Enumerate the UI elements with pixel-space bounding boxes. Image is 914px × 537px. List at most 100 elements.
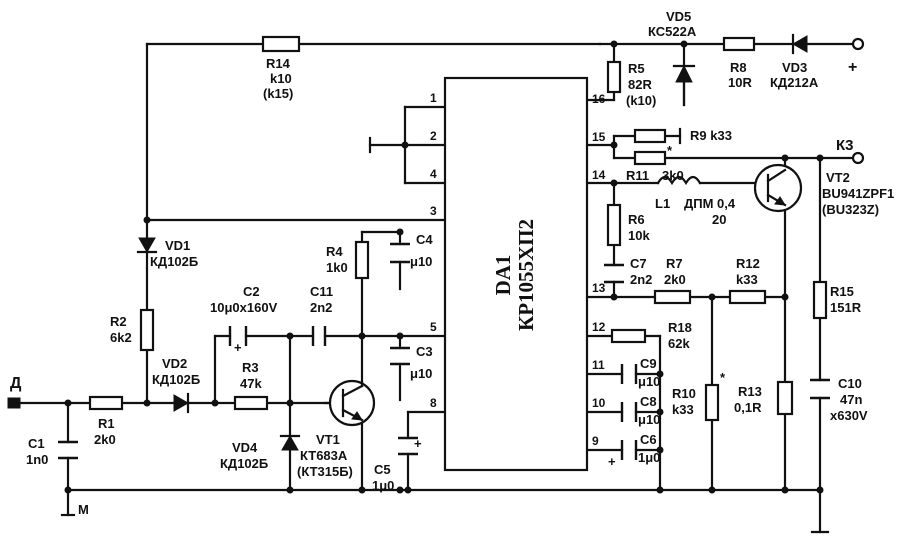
label-l1-alt: 20 — [712, 212, 726, 227]
zener-vd5 — [675, 64, 693, 83]
label-r5-ref: R5 — [628, 61, 645, 76]
label-vd1-ref: VD1 — [165, 238, 190, 253]
label-r15-ref: R15 — [830, 284, 854, 299]
label-c11-ref: C11 — [310, 284, 333, 299]
pin-16: 16 — [592, 92, 606, 106]
label-c3-value: μ10 — [410, 366, 432, 381]
label-c1-value: 1n0 — [26, 452, 48, 467]
label-c10-value: 47n — [840, 392, 862, 407]
label-plus-terminal: + — [848, 59, 857, 76]
resistor-r15 — [812, 280, 828, 320]
label-vt2-alt: (BU323Z) — [822, 202, 879, 217]
resistors — [88, 35, 828, 422]
label-c7-value: 2n2 — [630, 272, 652, 287]
diode-vd2 — [173, 394, 190, 412]
label-c6-plus: + — [608, 454, 616, 469]
resistor-r18 — [610, 328, 647, 344]
resistor-r7 — [653, 289, 692, 305]
label-r10-ref: R10 — [672, 386, 696, 401]
label-r9: R9 k33 — [690, 128, 732, 143]
resistor-r14 — [261, 35, 301, 53]
label-vt2-value: BU941ZPF1 — [822, 186, 894, 201]
label-vd3-value: КД212А — [770, 75, 819, 90]
label-r2-value: 6k2 — [110, 330, 132, 345]
label-r12-ref: R12 — [736, 256, 760, 271]
transistor-vt2 — [753, 163, 803, 213]
label-r5-value: 82R — [628, 77, 652, 92]
ic-type: КР1055ХП2 — [514, 219, 538, 331]
label-c4-value: μ10 — [410, 254, 432, 269]
pin-10: 10 — [592, 396, 606, 410]
label-vt1-alt: (КТ315Б) — [297, 464, 353, 479]
label-c1-ref: C1 — [28, 436, 45, 451]
pin-11: 11 — [592, 358, 605, 372]
label-k3: К3 — [836, 137, 854, 154]
label-c9-ref: C9 — [640, 356, 657, 371]
label-c6-value: 1μ0 — [638, 450, 660, 465]
label-r7-ref: R7 — [666, 256, 683, 271]
diodes — [136, 33, 808, 451]
pin-9: 9 — [592, 434, 599, 448]
diode-vd4 — [281, 434, 299, 451]
junction-dots — [64, 40, 824, 494]
label-r7-value: 2k0 — [664, 272, 686, 287]
label-r4-value: 1k0 — [326, 260, 348, 275]
pin-14: 14 — [592, 168, 606, 182]
label-r12-value: k33 — [736, 272, 758, 287]
label-vd1-value: КД102Б — [150, 254, 198, 269]
label-c5-ref: C5 — [374, 462, 391, 477]
label-vd5-ref: VD5 — [666, 9, 691, 24]
label-l1-value: ДПМ 0,4 — [684, 196, 736, 211]
label-c8-value: μ10 — [638, 412, 660, 427]
label-r14-value: k10 — [270, 71, 292, 86]
transistor-vt1 — [328, 379, 376, 427]
label-c7-ref: C7 — [630, 256, 647, 271]
label-r1-value: 2k0 — [94, 432, 116, 447]
label-c4-ref: C4 — [416, 232, 433, 247]
label-r14-alt: (k15) — [263, 86, 293, 101]
pin-8: 8 — [430, 396, 437, 410]
label-vd2-ref: VD2 — [162, 356, 187, 371]
label-l1-ref: L1 — [655, 196, 670, 211]
pin-4: 4 — [430, 167, 437, 181]
pin-12: 12 — [592, 320, 606, 334]
label-vt2-ref: VT2 — [826, 170, 850, 185]
label-r14-ref: R14 — [266, 56, 291, 71]
diode-vd1 — [138, 237, 156, 254]
label-m-terminal: M — [78, 502, 89, 517]
pin-1: 1 — [430, 91, 437, 105]
resistor-r6 — [606, 203, 622, 247]
label-c11-value: 2n2 — [310, 300, 332, 315]
label-d-terminal: Д — [10, 375, 22, 392]
pin-5: 5 — [430, 320, 437, 334]
label-c3-ref: C3 — [416, 344, 433, 359]
label-c8-ref: C8 — [640, 394, 657, 409]
resistor-r9 — [633, 128, 667, 144]
resistor-r12 — [728, 289, 767, 305]
resistor-r3 — [233, 395, 269, 411]
resistor-r5 — [606, 60, 622, 94]
label-vd4-ref: VD4 — [232, 440, 258, 455]
label-r11-ref: R11 — [626, 168, 649, 183]
resistor-r13 — [776, 380, 794, 416]
component-labels: R14 k10 (k15) VD5 КС522А R5 82R (k10) R8… — [10, 9, 894, 517]
label-r10-value: k33 — [672, 402, 694, 417]
label-c9-value: μ10 — [638, 374, 660, 389]
capacitors — [58, 242, 830, 460]
label-vd4-value: КД102Б — [220, 456, 268, 471]
label-r2-ref: R2 — [110, 314, 127, 329]
label-c2-plus: + — [234, 340, 242, 355]
label-r1-ref: R1 — [98, 416, 115, 431]
label-c5-value: 1μ0 — [372, 478, 394, 493]
ic-da1: DA1 КР1055ХП2 — [443, 76, 589, 472]
resistor-r11 — [633, 150, 667, 166]
label-r15-value: 151R — [830, 300, 862, 315]
ic-pin-labels: 1 2 4 3 5 8 16 15 14 13 12 11 10 9 — [430, 91, 606, 448]
label-r18-ref: R18 — [668, 320, 692, 335]
terminal-plus — [851, 37, 865, 51]
terminal-d — [7, 397, 21, 409]
label-c2-ref: C2 — [243, 284, 260, 299]
label-c2-value: 10μ0x160V — [210, 300, 278, 315]
label-c6-ref: C6 — [640, 432, 657, 447]
